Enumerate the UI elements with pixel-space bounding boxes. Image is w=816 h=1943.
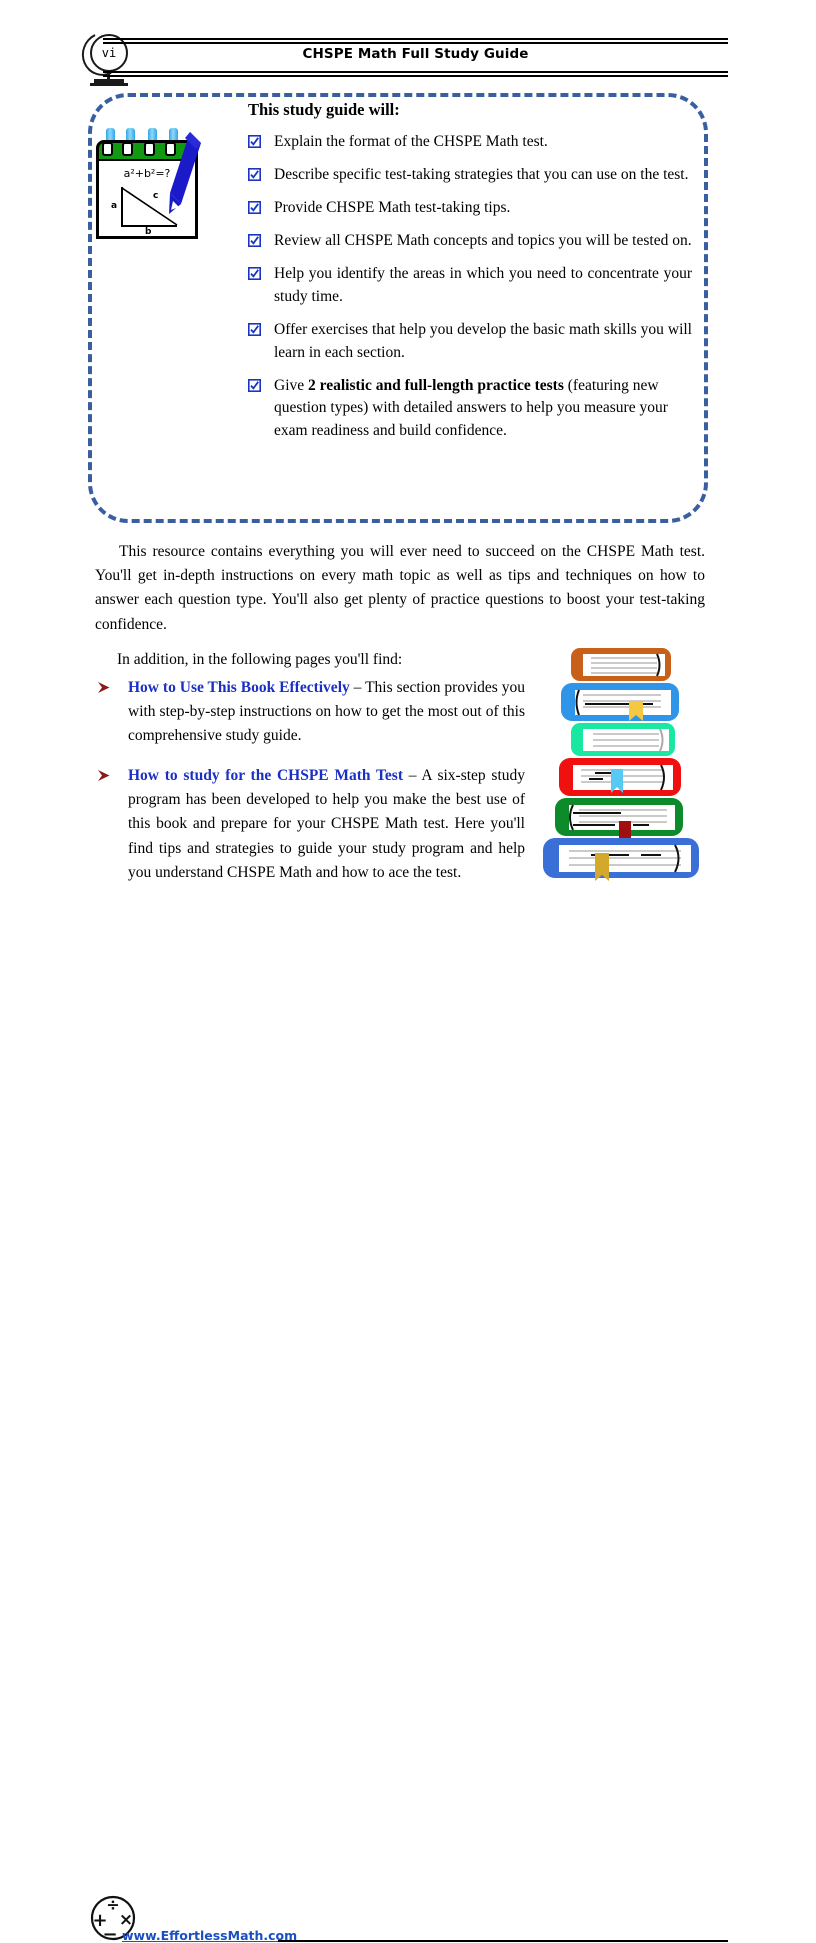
checklist-item-text: Describe specific test-taking strategies… <box>274 165 689 183</box>
arrow-bullet-icon <box>98 682 110 693</box>
right-triangle-diagram: a b c <box>111 187 179 237</box>
spiral-ring <box>148 128 157 150</box>
svg-text:÷: ÷ <box>106 1895 119 1914</box>
page-number: vi <box>101 46 117 60</box>
footer-website-link[interactable]: www.EffortlessMath.com <box>122 1928 298 1943</box>
link-how-to-use-this-book[interactable]: How to Use This Book Effectively <box>128 679 350 696</box>
book-2 <box>561 683 679 721</box>
study-guide-checklist: Explain the format of the CHSPE Math tes… <box>248 131 692 453</box>
pencil-icon <box>169 132 201 214</box>
bullet-description: – This section provides you with step-by… <box>128 679 525 745</box>
notepad-illustration: a²+b²=? a b c <box>96 128 202 246</box>
checklist-item-text: Provide CHSPE Math test-taking tips. <box>274 198 511 216</box>
checklist-item-text: Explain the format of the CHSPE Math tes… <box>274 133 548 150</box>
spiral-ring <box>169 128 178 150</box>
notepad-spiral-rings <box>104 128 190 150</box>
checklist-item-prefix: Give <box>274 376 309 394</box>
bullet-description: – A six-step study program has been deve… <box>128 767 525 881</box>
book-3 <box>571 723 675 756</box>
ring-clip <box>165 142 176 156</box>
globe-base-top <box>94 79 124 83</box>
globe-ball <box>90 34 128 72</box>
footer-rule <box>278 1940 728 1942</box>
checklist-item: Give 2 realistic and full-length practic… <box>248 375 692 444</box>
svg-text:×: × <box>119 1910 133 1930</box>
ring-clip <box>122 142 133 156</box>
globe-base-bottom <box>90 83 128 86</box>
study-guide-callout-box <box>88 93 708 523</box>
checklist-item: Explain the format of the CHSPE Math tes… <box>248 131 692 154</box>
checklist-item: Describe specific test-taking strategies… <box>248 164 692 187</box>
book-1 <box>571 648 671 681</box>
ring-clip <box>102 142 113 156</box>
checkbox-checked-icon <box>248 378 261 392</box>
ring-clip <box>144 142 155 156</box>
triangle-label-b: b <box>145 227 152 237</box>
page-title: CHSPE Math Full Study Guide <box>302 46 529 62</box>
triangle-label-a: a <box>111 201 118 211</box>
checkbox-checked-icon <box>248 322 261 336</box>
pythagorean-equation: a²+b²=? <box>123 167 171 180</box>
triangle-side-a <box>121 187 123 225</box>
in-addition-paragraph: In addition, in the following pages you'… <box>117 651 403 668</box>
header-rules <box>103 38 728 78</box>
header-rule-bottom-2 <box>103 75 728 77</box>
book-4 <box>559 758 681 796</box>
bullet-section-how-to-study: How to study for the CHSPE Math Test – A… <box>95 764 525 885</box>
checklist-heading: This study guide will: <box>248 100 400 119</box>
header-rule-top-2 <box>103 42 728 44</box>
checkbox-checked-icon <box>248 167 261 181</box>
checkbox-checked-icon <box>248 233 261 247</box>
globe-icon: vi <box>75 26 132 94</box>
book-6 <box>543 838 699 881</box>
page-footer: ÷ + × − www.EffortlessMath.com <box>0 940 816 1943</box>
checkbox-checked-icon <box>248 266 261 280</box>
checklist-item: Offer exercises that help you develop th… <box>248 319 692 365</box>
bullet-row: How to study for the CHSPE Math Test – A… <box>95 764 525 885</box>
intro-paragraph: This resource contains everything you wi… <box>95 543 705 633</box>
checklist-item-text: Offer exercises that help you develop th… <box>274 320 692 361</box>
checklist-item-rest: (featuring new question types) with deta… <box>274 376 668 440</box>
page-header: vi CHSPE Math Full Study Guide <box>0 0 816 100</box>
checklist-item: Help you identify the areas in which you… <box>248 263 692 309</box>
link-how-to-study-for-test[interactable]: How to study for the CHSPE Math Test <box>128 767 403 784</box>
checklist-item-text: Review all CHSPE Math concepts and topic… <box>274 231 692 249</box>
checklist-item-text: Help you identify the areas in which you… <box>274 264 692 305</box>
triangle-side-b <box>121 225 177 227</box>
svg-text:−: − <box>102 1924 117 1943</box>
triangle-hypotenuse <box>121 187 178 226</box>
checklist-item-bold: 2 realistic and full-length practice tes… <box>308 376 564 394</box>
header-rule-bottom-1 <box>103 71 728 73</box>
bullet-row: How to Use This Book Effectively – This … <box>95 676 525 749</box>
arrow-bullet-icon <box>98 770 110 781</box>
spiral-ring <box>126 128 135 150</box>
triangle-label-c: c <box>153 191 159 201</box>
checkbox-checked-icon <box>248 135 261 148</box>
checklist-item: Review all CHSPE Math concepts and topic… <box>248 230 692 253</box>
header-rule-top-1 <box>103 38 728 40</box>
checkbox-checked-icon <box>248 200 261 214</box>
bullet-section-how-to-use: How to Use This Book Effectively – This … <box>95 676 525 749</box>
checklist-item: Provide CHSPE Math test-taking tips. <box>248 197 692 220</box>
book-stack-illustration <box>543 648 699 881</box>
spiral-ring <box>106 128 115 150</box>
